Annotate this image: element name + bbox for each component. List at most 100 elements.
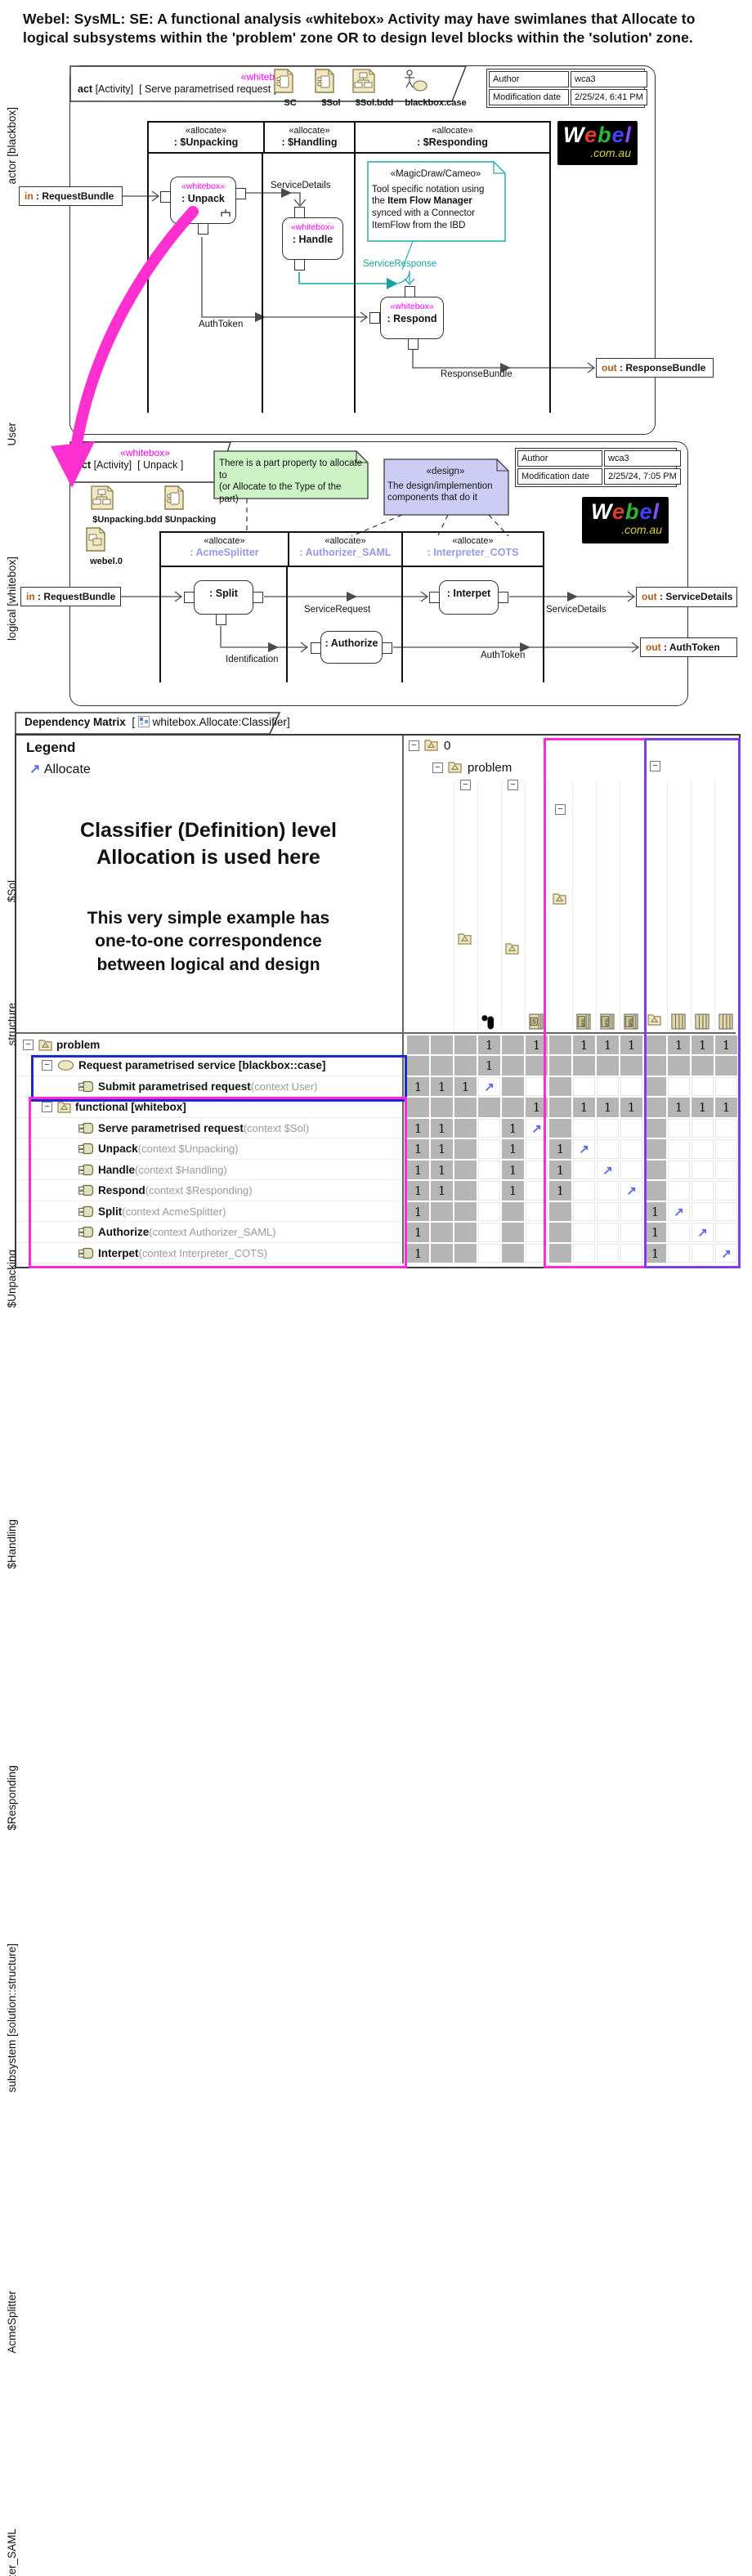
matrix-cell[interactable] — [597, 1077, 619, 1096]
matrix-cell[interactable]: 1 — [692, 1035, 714, 1054]
matrix-cell[interactable] — [454, 1035, 477, 1054]
matrix-cell[interactable] — [692, 1202, 714, 1221]
matrix-cell[interactable] — [573, 1119, 595, 1138]
matrix-row-request-parametrised-service-blackbox-case-[interactable]: −Request parametrised service [blackbox:… — [16, 1055, 402, 1076]
matrix-cell[interactable] — [431, 1244, 453, 1263]
matrix-cell[interactable] — [715, 1056, 737, 1076]
matrix-cell[interactable]: 1 — [668, 1035, 690, 1054]
matrix-cell[interactable] — [454, 1223, 477, 1242]
matrix-cell[interactable] — [668, 1077, 690, 1096]
matrix-cell[interactable]: 1 — [502, 1139, 524, 1159]
collapse-expander[interactable]: − — [42, 1060, 52, 1071]
matrix-cell[interactable] — [478, 1223, 500, 1242]
collapse-expander[interactable]: − — [42, 1102, 52, 1112]
matrix-cell[interactable] — [668, 1223, 690, 1242]
matrix-cell[interactable]: 1 — [407, 1181, 429, 1201]
matrix-cell[interactable] — [431, 1223, 453, 1242]
matrix-row-functional-whitebox-[interactable]: −functional [whitebox] — [16, 1097, 402, 1118]
matrix-cell[interactable] — [454, 1244, 477, 1263]
matrix-cell[interactable] — [644, 1098, 666, 1117]
matrix-cell[interactable] — [549, 1202, 571, 1221]
matrix-cell[interactable] — [620, 1161, 642, 1179]
matrix-cell[interactable] — [668, 1244, 690, 1263]
matrix-cell[interactable]: 1 — [407, 1119, 429, 1138]
matrix-cell[interactable]: 1 — [597, 1035, 619, 1054]
matrix-cell[interactable] — [549, 1244, 571, 1263]
matrix-cell[interactable] — [454, 1202, 477, 1221]
matrix-cell[interactable] — [597, 1119, 619, 1138]
matrix-cell[interactable] — [644, 1161, 666, 1179]
column-header-handling[interactable]: $Handling — [6, 1519, 18, 1569]
matrix-cell[interactable]: ↗ — [573, 1139, 595, 1159]
matrix-cell[interactable] — [549, 1035, 571, 1054]
matrix-cell[interactable] — [454, 1119, 477, 1138]
collapse-expander[interactable]: − — [508, 780, 518, 790]
matrix-row-respond[interactable]: Respond(context $Responding) — [16, 1180, 402, 1201]
matrix-cell[interactable] — [597, 1139, 619, 1159]
matrix-cell[interactable] — [715, 1181, 737, 1201]
collapse-expander[interactable]: − — [23, 1039, 34, 1050]
collapse-expander[interactable]: − — [432, 763, 443, 773]
matrix-cell[interactable] — [454, 1181, 477, 1201]
matrix-cell[interactable] — [668, 1161, 690, 1179]
matrix-cell[interactable] — [526, 1202, 548, 1221]
matrix-cell[interactable]: 1 — [431, 1139, 453, 1159]
column-header-logical[interactable]: logical [whitebox] — [6, 557, 18, 641]
diagram-shortcut-sc[interactable]: SC — [271, 69, 309, 108]
matrix-cell[interactable] — [573, 1223, 595, 1242]
matrix-cell[interactable] — [573, 1244, 595, 1263]
column-header-acmesplitter[interactable]: AcmeSplitter — [6, 2291, 18, 2354]
matrix-cell[interactable] — [644, 1056, 666, 1076]
matrix-cell[interactable] — [620, 1202, 642, 1221]
collapse-expander[interactable]: − — [650, 761, 660, 771]
matrix-row-unpack[interactable]: Unpack(context $Unpacking) — [16, 1138, 402, 1160]
matrix-cell[interactable] — [526, 1244, 548, 1263]
matrix-cell[interactable] — [715, 1161, 737, 1179]
matrix-cell[interactable]: 1 — [715, 1035, 737, 1054]
matrix-cell[interactable]: 1 — [644, 1244, 666, 1263]
matrix-cell[interactable] — [454, 1098, 477, 1117]
matrix-cell[interactable]: 1 — [502, 1119, 524, 1138]
matrix-cell[interactable] — [692, 1244, 714, 1263]
matrix-cell[interactable] — [549, 1056, 571, 1076]
matrix-cell[interactable] — [573, 1056, 595, 1076]
column-header-root0[interactable]: 0 — [444, 739, 451, 753]
matrix-row-interpet[interactable]: Interpet(context Interpreter_COTS) — [16, 1243, 402, 1263]
collapse-expander[interactable]: − — [555, 804, 566, 815]
matrix-cell[interactable] — [454, 1161, 477, 1179]
matrix-cell[interactable]: 1 — [573, 1098, 595, 1117]
matrix-cell[interactable]: ↗ — [668, 1202, 690, 1221]
matrix-cell[interactable]: 1 — [526, 1098, 548, 1117]
matrix-cell[interactable] — [597, 1244, 619, 1263]
matrix-cell[interactable] — [573, 1161, 595, 1179]
matrix-cell[interactable] — [549, 1223, 571, 1242]
matrix-cell[interactable]: ↗ — [692, 1223, 714, 1242]
matrix-cell[interactable] — [692, 1181, 714, 1201]
matrix-cell[interactable] — [478, 1244, 500, 1263]
matrix-cell[interactable] — [715, 1077, 737, 1096]
matrix-cell[interactable] — [502, 1202, 524, 1221]
matrix-cell[interactable] — [407, 1098, 429, 1117]
matrix-cell[interactable] — [692, 1119, 714, 1138]
matrix-cell[interactable] — [715, 1139, 737, 1159]
matrix-tab[interactable]: Dependency Matrix [ whitebox.Allocate:Cl… — [25, 716, 290, 728]
matrix-cell[interactable]: ↗ — [478, 1077, 500, 1096]
diagram-shortcut-unpacking-bdd[interactable]: $Unpacking.bdd — [88, 485, 167, 525]
matrix-cell[interactable] — [478, 1202, 500, 1221]
column-header-problem[interactable]: problem — [468, 761, 513, 775]
matrix-cell[interactable]: 1 — [549, 1139, 571, 1159]
matrix-cell[interactable] — [526, 1223, 548, 1242]
matrix-cell[interactable]: 1 — [573, 1035, 595, 1054]
matrix-cell[interactable]: 1 — [407, 1244, 429, 1263]
matrix-cell[interactable] — [478, 1181, 500, 1201]
matrix-cell[interactable] — [644, 1139, 666, 1159]
matrix-cell[interactable]: 1 — [597, 1098, 619, 1117]
diagram-shortcut-sol[interactable]: $Sol — [312, 69, 350, 108]
matrix-cell[interactable] — [692, 1139, 714, 1159]
matrix-cell[interactable] — [597, 1181, 619, 1201]
matrix-cell[interactable]: ↗ — [597, 1161, 619, 1179]
matrix-cell[interactable]: 1 — [478, 1035, 500, 1054]
matrix-cell[interactable] — [620, 1139, 642, 1159]
matrix-cell[interactable] — [644, 1181, 666, 1201]
diagram-shortcut-sol-bdd[interactable]: $Sol.bdd — [350, 69, 399, 108]
